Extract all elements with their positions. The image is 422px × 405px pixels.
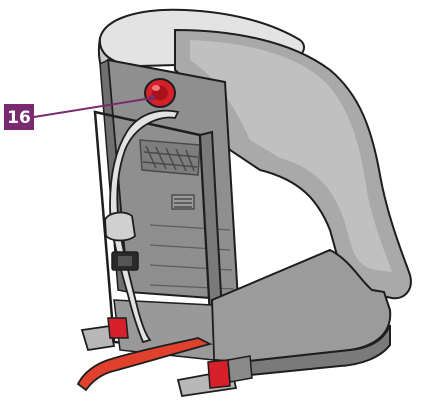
isofix-connector-right (178, 356, 252, 396)
rear-slot (172, 195, 194, 209)
callout-label: 16 (7, 108, 31, 128)
adjustment-knob (145, 79, 175, 107)
callout-leader-dot (149, 95, 155, 101)
vent-grille (140, 140, 200, 175)
